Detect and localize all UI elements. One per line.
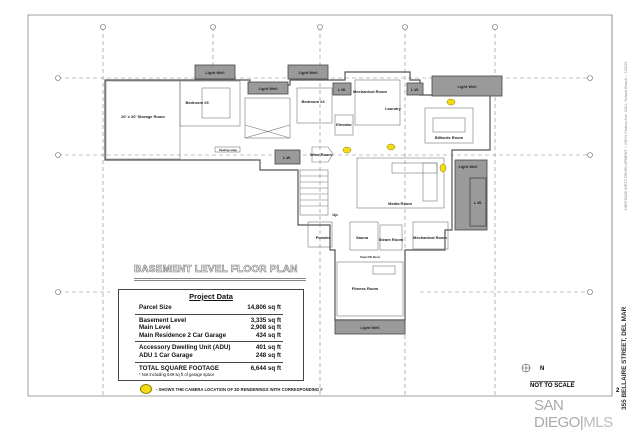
table-row: Basement Level 3,335 sq ft bbox=[119, 317, 303, 325]
bedroom-5-label: Bedroom #5 bbox=[185, 100, 209, 105]
sauna bbox=[349, 221, 379, 251]
legend-text: - SHOWS THE CAMERA LOCATION OF 3D RENDER… bbox=[156, 386, 323, 392]
bathroom bbox=[244, 97, 291, 139]
light-well bbox=[469, 177, 487, 227]
light-well-label: Light Well bbox=[258, 86, 277, 91]
light-well bbox=[334, 319, 406, 335]
lw-label: L.W. bbox=[283, 155, 291, 160]
building-outline bbox=[104, 71, 491, 321]
mechanical-room bbox=[354, 79, 401, 126]
media-room bbox=[356, 157, 445, 209]
row-label: TOTAL SQUARE FOOTAGE bbox=[139, 364, 219, 372]
steam-room bbox=[379, 224, 403, 251]
sheet-number: 2 bbox=[616, 388, 620, 394]
media-room-label: Media Room bbox=[388, 201, 412, 206]
storage-room bbox=[105, 80, 181, 160]
watermark: SAN DIEGO|MLS bbox=[534, 397, 613, 431]
parcel-row: Parcel Size 14,806 sq ft bbox=[119, 304, 303, 312]
table-row: Accessory Dwelling Unit (ADU) 401 sq ft bbox=[119, 344, 303, 352]
developer-info: HERITAGE WEST DEVELOPMENT :: 236 N Cedro… bbox=[624, 61, 628, 210]
row-value: 434 sq ft bbox=[255, 331, 281, 339]
camera-markers bbox=[342, 98, 456, 173]
light-well bbox=[247, 81, 289, 95]
lw-label: L.W. bbox=[474, 200, 482, 205]
fitness-room bbox=[336, 261, 404, 317]
light-well bbox=[194, 64, 236, 80]
project-data-title: Project Data bbox=[189, 292, 233, 301]
camera-icon bbox=[446, 98, 456, 106]
row-value: 248 sq ft bbox=[255, 351, 281, 359]
light-well bbox=[431, 75, 503, 97]
storage-room-label: 20' x 20' Storage Room bbox=[121, 114, 165, 119]
row-label: Main Level bbox=[139, 324, 171, 332]
row-value: 6,644 sq ft bbox=[250, 364, 281, 372]
row-label: Accessory Dwelling Unit (ADU) bbox=[139, 344, 231, 352]
project-data-table: Project Data Parcel Size 14,806 sq ft Bas… bbox=[118, 289, 304, 381]
laundry-label: Laundry bbox=[385, 106, 402, 111]
camera-legend: - SHOWS THE CAMERA LOCATION OF 3D RENDER… bbox=[140, 384, 323, 394]
steam-label: Steam Room bbox=[379, 237, 404, 242]
elevator bbox=[334, 114, 354, 136]
billiards-label: Billiards Room bbox=[435, 135, 464, 140]
fitness-label: Fitness Room bbox=[352, 286, 379, 291]
watermark-b: MLS bbox=[583, 414, 613, 431]
light-well-label: Light Well bbox=[360, 325, 379, 330]
row-value: 401 sq ft bbox=[255, 344, 281, 352]
light-well-label: Light Well bbox=[298, 70, 317, 75]
bedroom-4-label: Bedroom #4 bbox=[301, 99, 325, 104]
bedroom-4 bbox=[296, 87, 333, 124]
light-well-label: Light Well bbox=[458, 164, 477, 169]
row-label: Parcel Size bbox=[139, 304, 172, 311]
light-well bbox=[287, 64, 329, 80]
up-label: Up bbox=[332, 212, 338, 217]
camera-icon bbox=[140, 384, 152, 394]
row-label: Basement Level bbox=[139, 316, 187, 324]
table-row: Main Residence 2 Car Garage 434 sq ft bbox=[119, 332, 303, 340]
stairs bbox=[299, 169, 329, 216]
north-label: N bbox=[540, 366, 545, 372]
reading-ledge-label: Reading Ledge bbox=[219, 149, 238, 152]
table-row: Main Level 2,908 sq ft bbox=[119, 324, 303, 332]
table-row: ADU 1 Car Garage 248 sq ft bbox=[119, 352, 303, 360]
camera-icon bbox=[386, 143, 396, 151]
powder-room bbox=[307, 221, 333, 248]
light-well-label: Light Well bbox=[205, 70, 224, 75]
light-well-label: Light Well bbox=[457, 84, 476, 89]
wine-room bbox=[311, 146, 334, 163]
sauna-label: Sauna bbox=[356, 235, 369, 240]
row-value: 14,806 sq ft bbox=[247, 304, 281, 311]
steam-fan-label: Steam Pkt Room bbox=[360, 256, 381, 259]
lw bbox=[332, 82, 352, 96]
row-value: 2,908 sq ft bbox=[250, 324, 281, 332]
plan-title: BASEMENT LEVEL FLOOR PLAN bbox=[134, 264, 298, 276]
lw bbox=[274, 149, 301, 165]
not-to-scale: NOT TO SCALE bbox=[530, 381, 575, 389]
billiards-room bbox=[424, 107, 474, 144]
lw-label: L.W. bbox=[338, 87, 346, 92]
lw-label: L.W. bbox=[411, 87, 419, 92]
address: 355 BELLAIRE STREET, DEL MAR bbox=[621, 306, 628, 410]
elevator-label: Elevator bbox=[336, 122, 352, 127]
row-label: Main Residence 2 Car Garage bbox=[139, 331, 227, 339]
lw bbox=[406, 82, 424, 96]
mechanical-label: Mechanical Room bbox=[353, 89, 387, 94]
floor-plan-drawing: 20' x 20' Storage Room Bedroom #5 Bedroo… bbox=[27, 14, 613, 397]
total-row: TOTAL SQUARE FOOTAGE 6,644 sq ft bbox=[119, 365, 303, 373]
footnote: * Not including 649 sq ft of garage spac… bbox=[139, 372, 215, 378]
powder-label: Powder bbox=[316, 235, 331, 240]
row-label: ADU 1 Car Garage bbox=[139, 351, 193, 359]
title-underline bbox=[134, 278, 306, 281]
bedroom-5 bbox=[179, 80, 241, 127]
wine-room-label: Wine Room bbox=[310, 152, 332, 157]
camera-icon bbox=[439, 163, 447, 173]
camera-icon bbox=[342, 146, 352, 154]
row-value: 3,335 sq ft bbox=[250, 316, 281, 324]
mechanical-label-2: Mechanical Room bbox=[413, 235, 447, 240]
mechanical-room-2 bbox=[412, 221, 449, 250]
watermark-a: SAN DIEGO bbox=[534, 397, 580, 431]
